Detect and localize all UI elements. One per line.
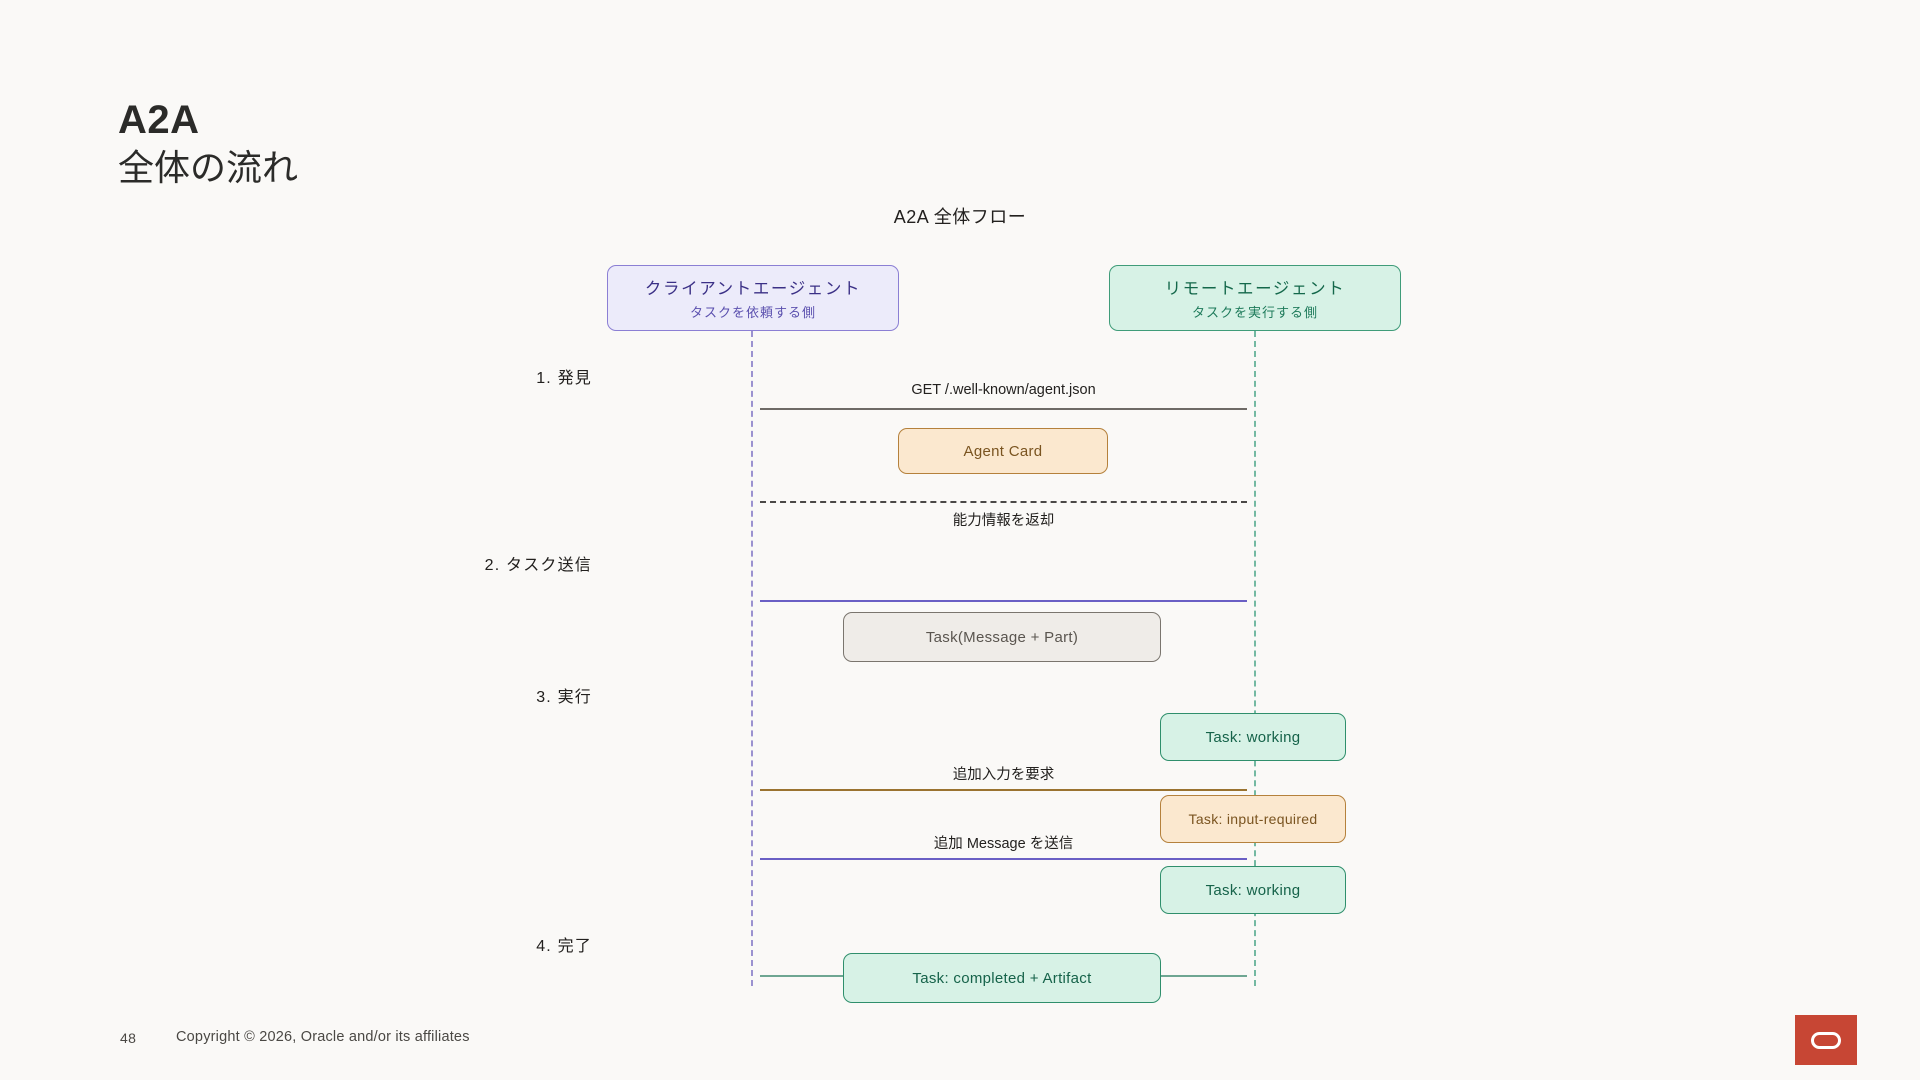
page-number: 48 — [120, 1030, 137, 1046]
page-title-sub: 全体の流れ — [118, 146, 299, 188]
note-agent-card-text: Agent Card — [963, 442, 1043, 460]
oracle-logo — [1795, 1015, 1857, 1065]
participant-client-subtitle: タスクを依頼する側 — [689, 305, 816, 320]
message-label-5: 追加 Message を送信 — [933, 836, 1074, 852]
participant-client-name: クライアントエージェント — [644, 280, 862, 298]
page-title: A2A 全体の流れ — [118, 98, 298, 190]
note-task-completed-artifact: Task: completed + Artifact — [843, 953, 1161, 1003]
message-label-4: 追加入力を要求 — [952, 767, 1055, 783]
diagram-title: A2A 全体フロー — [893, 207, 1027, 227]
note-task-working-1-text: Task: working — [1205, 728, 1301, 746]
note-task-message-part-text: Task(Message + Part) — [925, 628, 1079, 646]
note-agent-card: Agent Card — [898, 428, 1108, 474]
note-task-input-required-text: Task: input-required — [1188, 811, 1318, 827]
step-label-1: 1. 発見 — [536, 370, 592, 387]
step-label-3: 3. 実行 — [536, 689, 592, 706]
oracle-oval-icon — [1811, 1031, 1841, 1049]
lifeline-client — [751, 331, 753, 986]
message-label-1: GET /.well-known/agent.json — [911, 382, 1096, 398]
step-label-4: 4. 完了 — [536, 938, 592, 955]
note-task-working-2: Task: working — [1160, 866, 1346, 914]
participant-remote-name: リモートエージェント — [1164, 280, 1346, 298]
note-task-working-2-text: Task: working — [1205, 881, 1301, 899]
note-task-working-1: Task: working — [1160, 713, 1346, 761]
note-task-input-required: Task: input-required — [1160, 795, 1346, 843]
copyright-text: Copyright © 2026, Oracle and/or its affi… — [176, 1029, 470, 1045]
note-task-completed-artifact-text: Task: completed + Artifact — [912, 969, 1092, 987]
message-label-2: 能力情報を返却 — [952, 513, 1055, 529]
participant-remote-agent: リモートエージェント タスクを実行する側 — [1109, 265, 1401, 331]
participant-client-agent: クライアントエージェント タスクを依頼する側 — [607, 265, 899, 331]
participant-remote-subtitle: タスクを実行する側 — [1191, 305, 1318, 320]
page-title-main: A2A — [118, 98, 200, 142]
message-arrow-1 — [760, 408, 1247, 410]
lifeline-remote — [1254, 331, 1256, 986]
message-arrow-4 — [760, 789, 1247, 791]
message-arrow-3 — [760, 600, 1247, 602]
note-task-message-part: Task(Message + Part) — [843, 612, 1161, 662]
message-arrow-5 — [760, 858, 1247, 860]
step-label-2: 2. タスク送信 — [484, 557, 592, 574]
message-arrow-2 — [760, 501, 1247, 503]
